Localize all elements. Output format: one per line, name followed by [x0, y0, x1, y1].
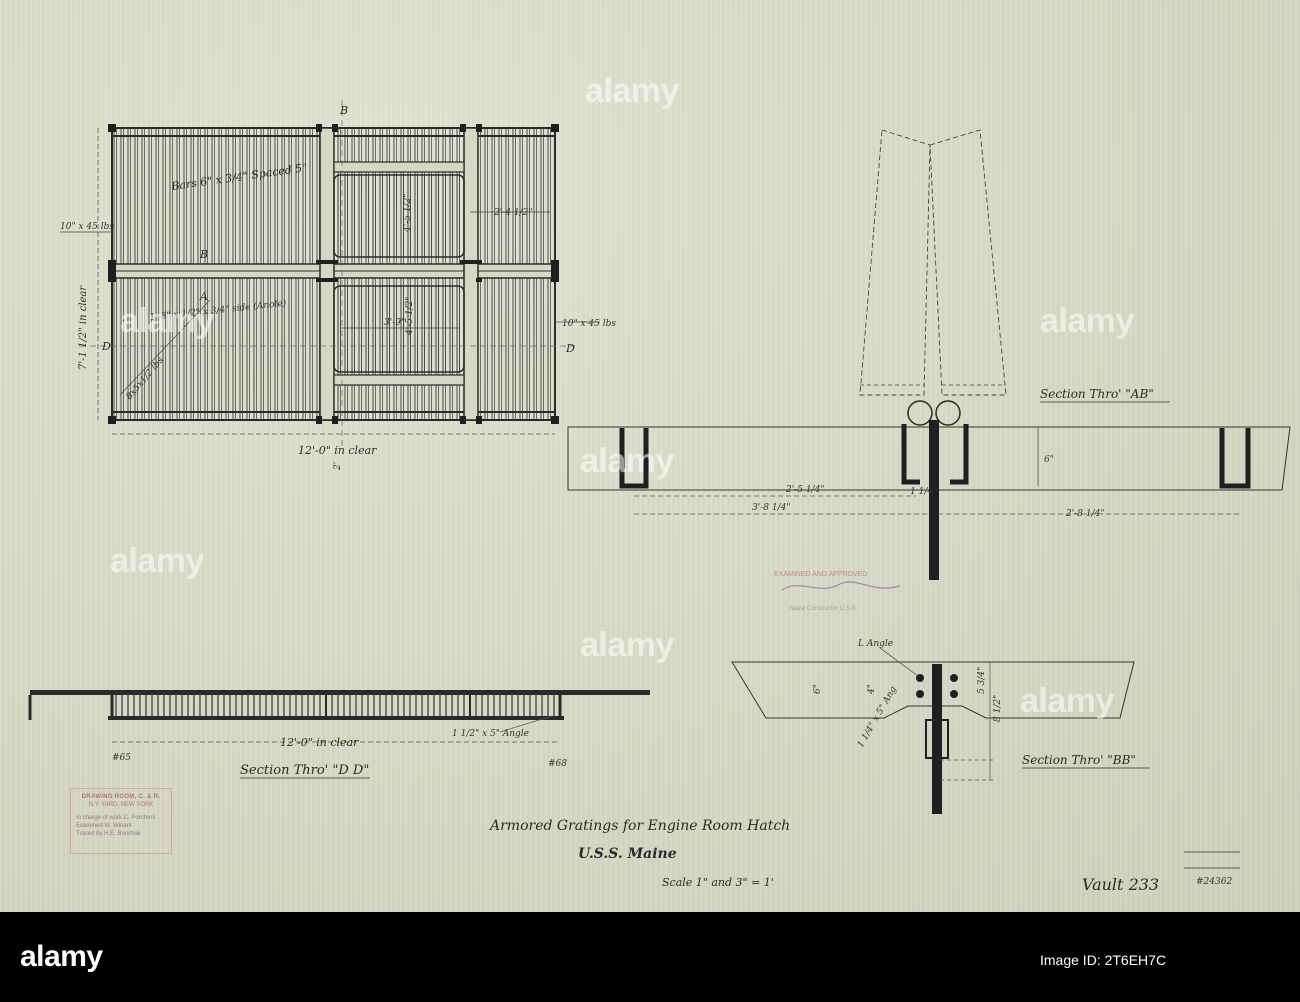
- alamy-logo[interactable]: alamy: [20, 940, 103, 973]
- footer-bar: alamy Image ID: 2T6EH7C: [0, 912, 1300, 1002]
- file-number: #24362: [1196, 877, 1232, 887]
- drawing-sheet: Bars 6" x 3/4" Spaced 5" 10" x 45 lbs 10…: [0, 0, 1300, 912]
- section-b-top: B: [339, 104, 348, 117]
- bb-dim-5: 5 3/4": [977, 667, 987, 694]
- dim-2: 2': [333, 462, 343, 471]
- stamp-sub: N.Y. YARD, NEW YORK: [88, 802, 154, 808]
- vault-note: Vault 233: [1082, 875, 1159, 894]
- plan-clear-width: 12'-0" in clear: [298, 444, 377, 457]
- approval-sub: Naval Constructor U.S.N.: [790, 606, 858, 612]
- section-dd-label: Section Thro' "D D": [240, 763, 369, 778]
- drawing-scale: Scale 1" and 3" = 1': [662, 876, 774, 889]
- stamp-row-2: Examined W. Winant: [76, 823, 132, 829]
- stamp-row-3: Traced by H.E. Bonchair: [76, 831, 142, 837]
- dim-2-4: 2'-4 1/2": [493, 208, 532, 218]
- dd-mark-right: #68: [548, 759, 567, 769]
- section-ab-view: [567, 129, 1291, 580]
- right-beam-note: 10" x 45 lbs: [562, 319, 616, 329]
- stamp-row-1: In charge of work C. Porchers: [76, 815, 156, 821]
- dim-4-5a: 4'-5 1/2": [403, 194, 413, 233]
- plan-view: [60, 100, 600, 450]
- section-a: A: [199, 290, 208, 303]
- left-beam-note: 10" x 45 lbs: [60, 222, 114, 232]
- dim-3-9: 3'-9": [384, 318, 405, 328]
- section-b-mid: B: [199, 248, 208, 261]
- dd-angle: 1 1/2" x 5" Angle: [452, 729, 529, 739]
- blueprint-canvas: Bars 6" x 3/4" Spaced 5" 10" x 45 lbs 10…: [28, 100, 1291, 894]
- approval-stamp: EXAMINED AND APPROVED: [774, 571, 867, 578]
- stamp-header: DRAWING ROOM, C. & R.: [81, 794, 161, 800]
- bb-dim-4: 4": [867, 684, 877, 695]
- ab-dim-left-inner: 2'-5 1/4": [785, 485, 824, 495]
- drawing-title-2: U.S.S. Maine: [578, 846, 677, 862]
- section-bb-view: [731, 647, 1135, 814]
- plan-clear-height: 7'-1 1/2" in clear: [78, 285, 89, 370]
- bb-angle-size: 1 1/4" x 5" Ang: [856, 685, 899, 750]
- section-ab-label: Section Thro' "AB": [1040, 387, 1154, 401]
- ab-dim-right: 2'-8 1/4": [1065, 509, 1104, 519]
- dd-mark-left: #65: [112, 753, 131, 763]
- image-id: Image ID: 2T6EH7C: [1040, 952, 1167, 968]
- section-d-right: D: [565, 342, 575, 355]
- bb-angle-note: L Angle: [857, 639, 893, 649]
- dd-clear: 12'-0" in clear: [280, 736, 359, 749]
- approval-signature: [781, 581, 901, 591]
- drawing-title-1: Armored Gratings for Engine Room Hatch: [488, 818, 790, 834]
- ab-dim-left-outer: 3'-8 1/4": [752, 503, 790, 513]
- ab-dim-depth: 6": [1044, 455, 1054, 465]
- section-d-left: D: [101, 340, 111, 353]
- bb-dim-6: 6": [813, 684, 823, 694]
- section-dd-view: [28, 690, 650, 743]
- drawing-room-stamp: DRAWING ROOM, C. & R. N.Y. YARD, NEW YOR…: [70, 788, 172, 854]
- bb-dim-8: 8 1/2": [993, 695, 1003, 722]
- section-bb-label: Section Thro' "BB": [1022, 753, 1136, 767]
- dim-4-5b: 4'-5 1/2": [405, 297, 415, 336]
- ab-dim-gap: 1 1/4": [910, 487, 937, 497]
